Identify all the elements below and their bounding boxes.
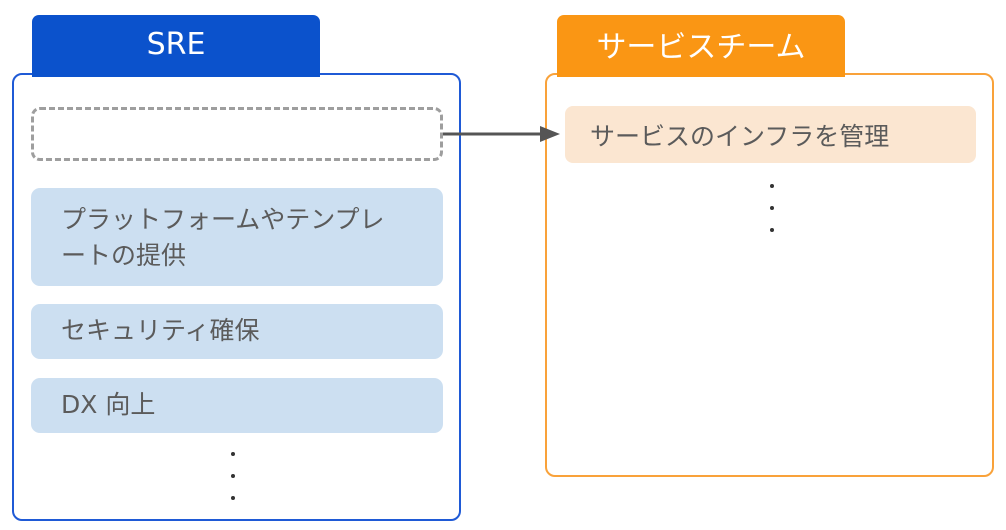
- sre-header: SRE: [32, 15, 320, 77]
- sre-item-label: DX 向上: [61, 390, 156, 420]
- sre-item-security: セキュリティ確保: [31, 304, 443, 359]
- service-item-infra: サービスのインフラを管理: [565, 106, 976, 163]
- arrow-head-icon: [540, 126, 560, 142]
- moved-item-placeholder: [31, 107, 443, 161]
- service-team-title: サービスチーム: [596, 30, 806, 65]
- service-more-ellipsis: [767, 180, 779, 240]
- sre-more-ellipsis: [228, 450, 240, 510]
- sre-title: SRE: [146, 26, 206, 62]
- sre-item-label: プラットフォームやテンプレートの提供: [61, 204, 385, 270]
- sre-panel: [12, 73, 461, 521]
- service-team-header: サービスチーム: [557, 15, 845, 77]
- service-item-label: サービスのインフラを管理: [590, 121, 890, 151]
- sre-item-platform-templates: プラットフォームやテンプレートの提供: [31, 188, 443, 286]
- sre-item-dx: DX 向上: [31, 378, 443, 433]
- sre-item-label: セキュリティ確保: [61, 316, 260, 346]
